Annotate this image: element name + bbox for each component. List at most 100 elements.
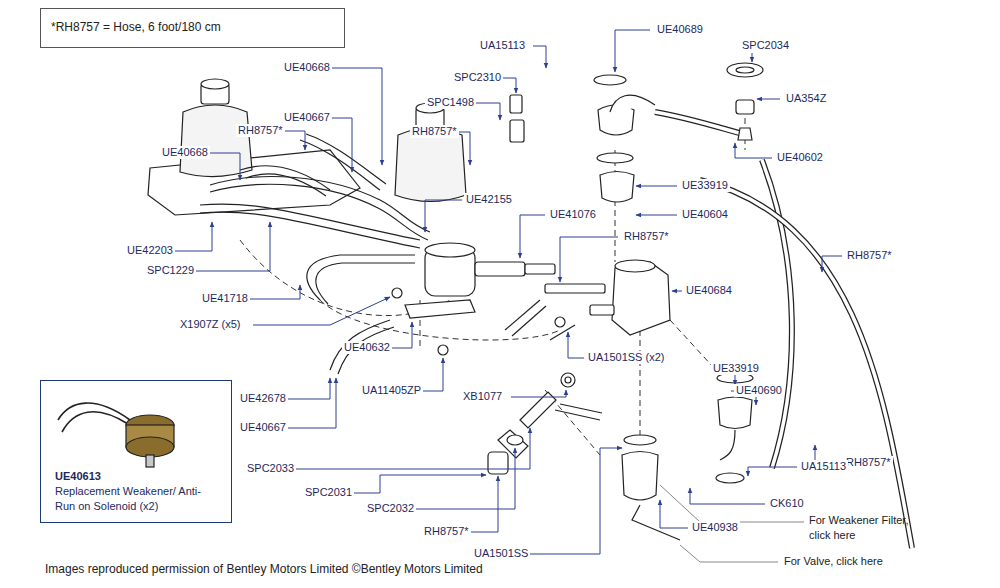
valve-assembly [610, 95, 655, 112]
hose [655, 112, 750, 136]
leader-line [473, 103, 500, 120]
fuel-pipe [240, 166, 330, 190]
valve-assembly [590, 305, 614, 315]
valve-assembly [622, 452, 658, 501]
leader-line [822, 256, 842, 272]
note-box: *RH8757 = Hose, 6 foot/180 cm [40, 8, 345, 48]
leader-line [296, 428, 530, 469]
part-number: UE40690 [734, 384, 784, 397]
leader-line [636, 215, 677, 216]
valve-assembly [632, 505, 680, 540]
part-number: SPC1229 [145, 264, 196, 277]
leader-line [660, 500, 688, 528]
assembly-line [640, 330, 641, 440]
leader-line [560, 237, 618, 282]
fuel-pump [545, 284, 605, 293]
part-number: UA15113 [799, 460, 848, 473]
part-number: UE42155 [464, 193, 514, 206]
leader-line [425, 200, 462, 232]
part-number: SPC2032 [365, 502, 416, 515]
valve-assembly [736, 100, 754, 114]
leader-line [690, 488, 765, 504]
fitting [488, 95, 602, 474]
part-number: UE40604 [680, 208, 730, 221]
fuel-pipe [306, 134, 386, 184]
fuel-pump [405, 300, 475, 318]
pump-housing [180, 105, 252, 177]
part-number: RH8757* [844, 456, 893, 469]
part-number: RH8757* [236, 124, 285, 137]
solenoid-picture [146, 455, 154, 467]
leader-line [172, 222, 212, 251]
fuel-pump [525, 264, 555, 274]
node-body: Replacement Weakener/ Anti-Run on Soleno… [55, 484, 221, 514]
leader-line [247, 285, 300, 299]
part-number: UE42678 [238, 392, 288, 405]
assembly-line [320, 300, 560, 340]
fitting [510, 120, 524, 142]
fuel-pump [392, 288, 402, 298]
leader-line [615, 30, 650, 72]
valve-assembly [594, 75, 626, 85]
fuel-pipe [300, 140, 380, 190]
leader-line [416, 448, 515, 509]
fuel-pipe [246, 174, 326, 196]
part-number: XB1077 [461, 390, 504, 403]
part-number: UE41718 [200, 292, 250, 305]
hose [700, 180, 912, 548]
part-number: X1907Z (x5) [178, 318, 243, 331]
part-number: SPC2034 [740, 39, 791, 52]
fuel-pipe [505, 300, 540, 330]
fuel-pipe [512, 306, 546, 336]
part-number: RH8757* [410, 125, 459, 138]
pump-housing [201, 79, 229, 89]
valve-assembly [600, 172, 634, 203]
fuel-pump [555, 317, 565, 327]
leader-line [735, 143, 772, 158]
leader-line [332, 68, 382, 165]
part-number: UA1501SS [472, 547, 530, 560]
leader-line [287, 378, 336, 428]
fitting [560, 404, 602, 413]
part-number: UE40667 [282, 111, 332, 124]
leader-line [511, 390, 566, 397]
solenoid-picture [126, 437, 174, 457]
part-number: SPC2033 [245, 462, 296, 475]
part-number: UE40684 [684, 284, 734, 297]
link-text: For Weakener Filter, click here [807, 513, 931, 543]
leader-line [520, 448, 622, 554]
link-text: For Valve, click here [782, 555, 885, 568]
leader-line [208, 153, 240, 180]
inset-box: UE40613Replacement Weakener/ Anti-Run on… [40, 380, 232, 523]
fuel-pipe [210, 177, 430, 232]
fuel-pipe [200, 134, 546, 374]
leader-line [752, 53, 753, 62]
fuel-pipe [307, 255, 415, 300]
leader-line [287, 378, 330, 399]
part-number: SPC2031 [303, 486, 354, 499]
part-number: UE40689 [655, 23, 705, 36]
valve-assembly [727, 63, 763, 77]
leader-line [390, 322, 412, 348]
valve-assembly [716, 473, 744, 483]
hose [655, 112, 750, 136]
part-number: SPC2310 [452, 71, 503, 84]
leader-line [520, 215, 545, 258]
valve-assembly [590, 63, 763, 540]
pump-housing [395, 128, 466, 202]
part-number: UE41076 [548, 208, 598, 221]
leader-line [284, 131, 305, 150]
fitting [510, 95, 522, 113]
part-number: SPC1498 [425, 96, 476, 109]
solenoid-picture [58, 403, 174, 467]
leader-line [172, 30, 842, 554]
fitting [488, 452, 508, 474]
copyright-caption: Images reproduced permission of Bentley … [45, 562, 483, 576]
part-number: UE40668 [282, 61, 332, 74]
valve-assembly [736, 67, 754, 73]
assembly-line [615, 150, 616, 262]
part-number: UE40632 [342, 341, 392, 354]
fitting [561, 373, 575, 387]
part-number: UA1501SS (x2) [586, 351, 666, 364]
